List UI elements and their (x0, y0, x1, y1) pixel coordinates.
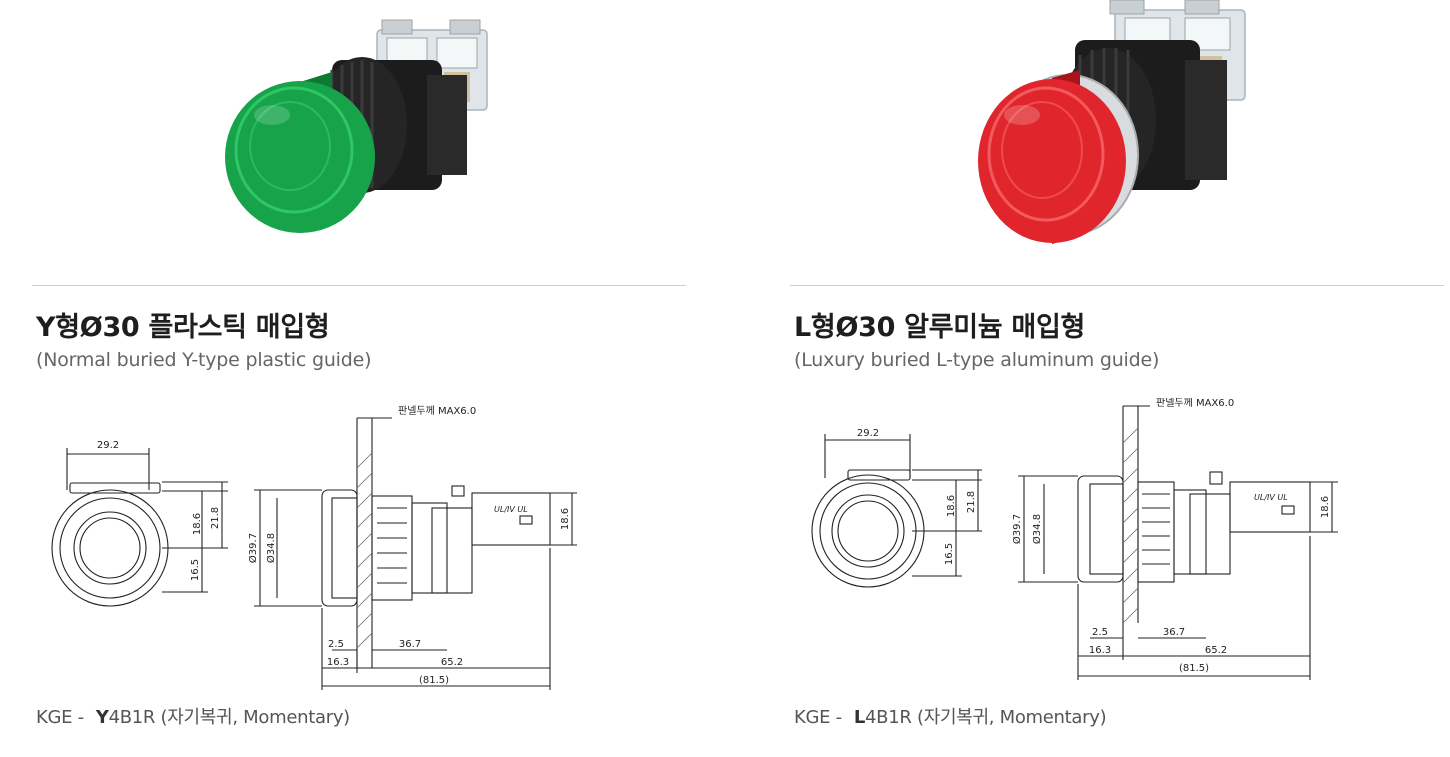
button-cap (225, 72, 375, 233)
panel-hatch (356, 452, 373, 649)
product-l-card: L형Ø30 알루미늄 매입형 (Luxury buried L-type alu… (790, 0, 1450, 757)
dim-total-height: 21.8 (210, 507, 221, 529)
dim-bottom-height: 16.5 (190, 559, 201, 581)
code-letter: Y (95, 707, 109, 728)
code-rest: 4B1R (자기복귀, Momentary) (108, 707, 351, 728)
front-view (51, 482, 169, 607)
product-l-photo (978, 0, 1246, 244)
dim-bezel: 2.5 (1092, 627, 1108, 638)
dim-top-height: 18.6 (946, 495, 957, 517)
dim-outer-dia: Ø39.7 (247, 533, 259, 563)
product-y-photo (225, 19, 488, 233)
code-prefix: KGE - (36, 707, 84, 728)
code-letter: L (853, 707, 866, 728)
front-view (811, 469, 925, 588)
dim-outer-dia: Ø39.7 (1011, 514, 1023, 544)
dim-inner-dia: Ø34.8 (265, 533, 277, 563)
dim-bezel: 2.5 (328, 639, 344, 650)
code-rest: 4B1R (자기복귀, Momentary) (865, 707, 1107, 728)
dim-overall: (81.5) (419, 675, 449, 686)
contact-marking: UL/IV UL (494, 505, 528, 514)
dim-front-depth: 16.3 (1089, 645, 1111, 656)
dim-top-height: 18.6 (192, 513, 203, 535)
dim-total-height: 21.8 (966, 491, 977, 513)
contact-marking: UL/IV UL (1254, 493, 1288, 502)
product-subtitle: (Normal buried Y-type plastic guide) (36, 349, 372, 371)
code-prefix: KGE - (794, 707, 842, 728)
dimension-drawing: 29.2 18.6 21.8 16.5 Ø39.7 Ø34.8 18.6 판넬두… (51, 405, 577, 690)
dim-rear-depth: 65.2 (441, 657, 463, 668)
button-cap (978, 70, 1126, 244)
dim-inner-dia: Ø34.8 (1031, 514, 1043, 544)
section-divider (32, 285, 686, 286)
dim-contact-height: 18.6 (1320, 496, 1331, 518)
dim-contact-height: 18.6 (560, 508, 571, 530)
dim-body: 36.7 (1163, 627, 1185, 638)
product-y-card: Y형Ø30 플라스틱 매입형 (Normal buried Y-type pla… (32, 0, 692, 757)
dim-rear-depth: 65.2 (1205, 645, 1227, 656)
dim-front-depth: 16.3 (327, 657, 349, 668)
panel-thickness-label: 판넬두께 MAX6.0 (398, 405, 476, 417)
dim-body: 36.7 (399, 639, 421, 650)
dim-bottom-height: 16.5 (944, 543, 955, 565)
side-view (1077, 406, 1311, 623)
dim-front-width: 29.2 (97, 440, 119, 451)
product-title: L형Ø30 알루미늄 매입형 (794, 312, 1086, 343)
side-view (321, 418, 551, 668)
model-code: KGE - L4B1R (자기복귀, Momentary) (794, 703, 1107, 729)
panel-thickness-label: 판넬두께 MAX6.0 (1156, 398, 1234, 409)
dim-front-width: 29.2 (857, 428, 879, 439)
product-title: Y형Ø30 플라스틱 매입형 (36, 312, 330, 343)
dimension-drawing: 29.2 18.6 21.8 16.5 Ø39.7 Ø34.8 18.6 판넬두… (811, 398, 1338, 680)
panel-hatch (1122, 427, 1139, 624)
dim-overall: (81.5) (1179, 663, 1209, 674)
product-subtitle: (Luxury buried L-type aluminum guide) (794, 349, 1160, 371)
model-code: KGE - Y4B1R (자기복귀, Momentary) (36, 703, 350, 729)
section-divider (790, 285, 1444, 286)
